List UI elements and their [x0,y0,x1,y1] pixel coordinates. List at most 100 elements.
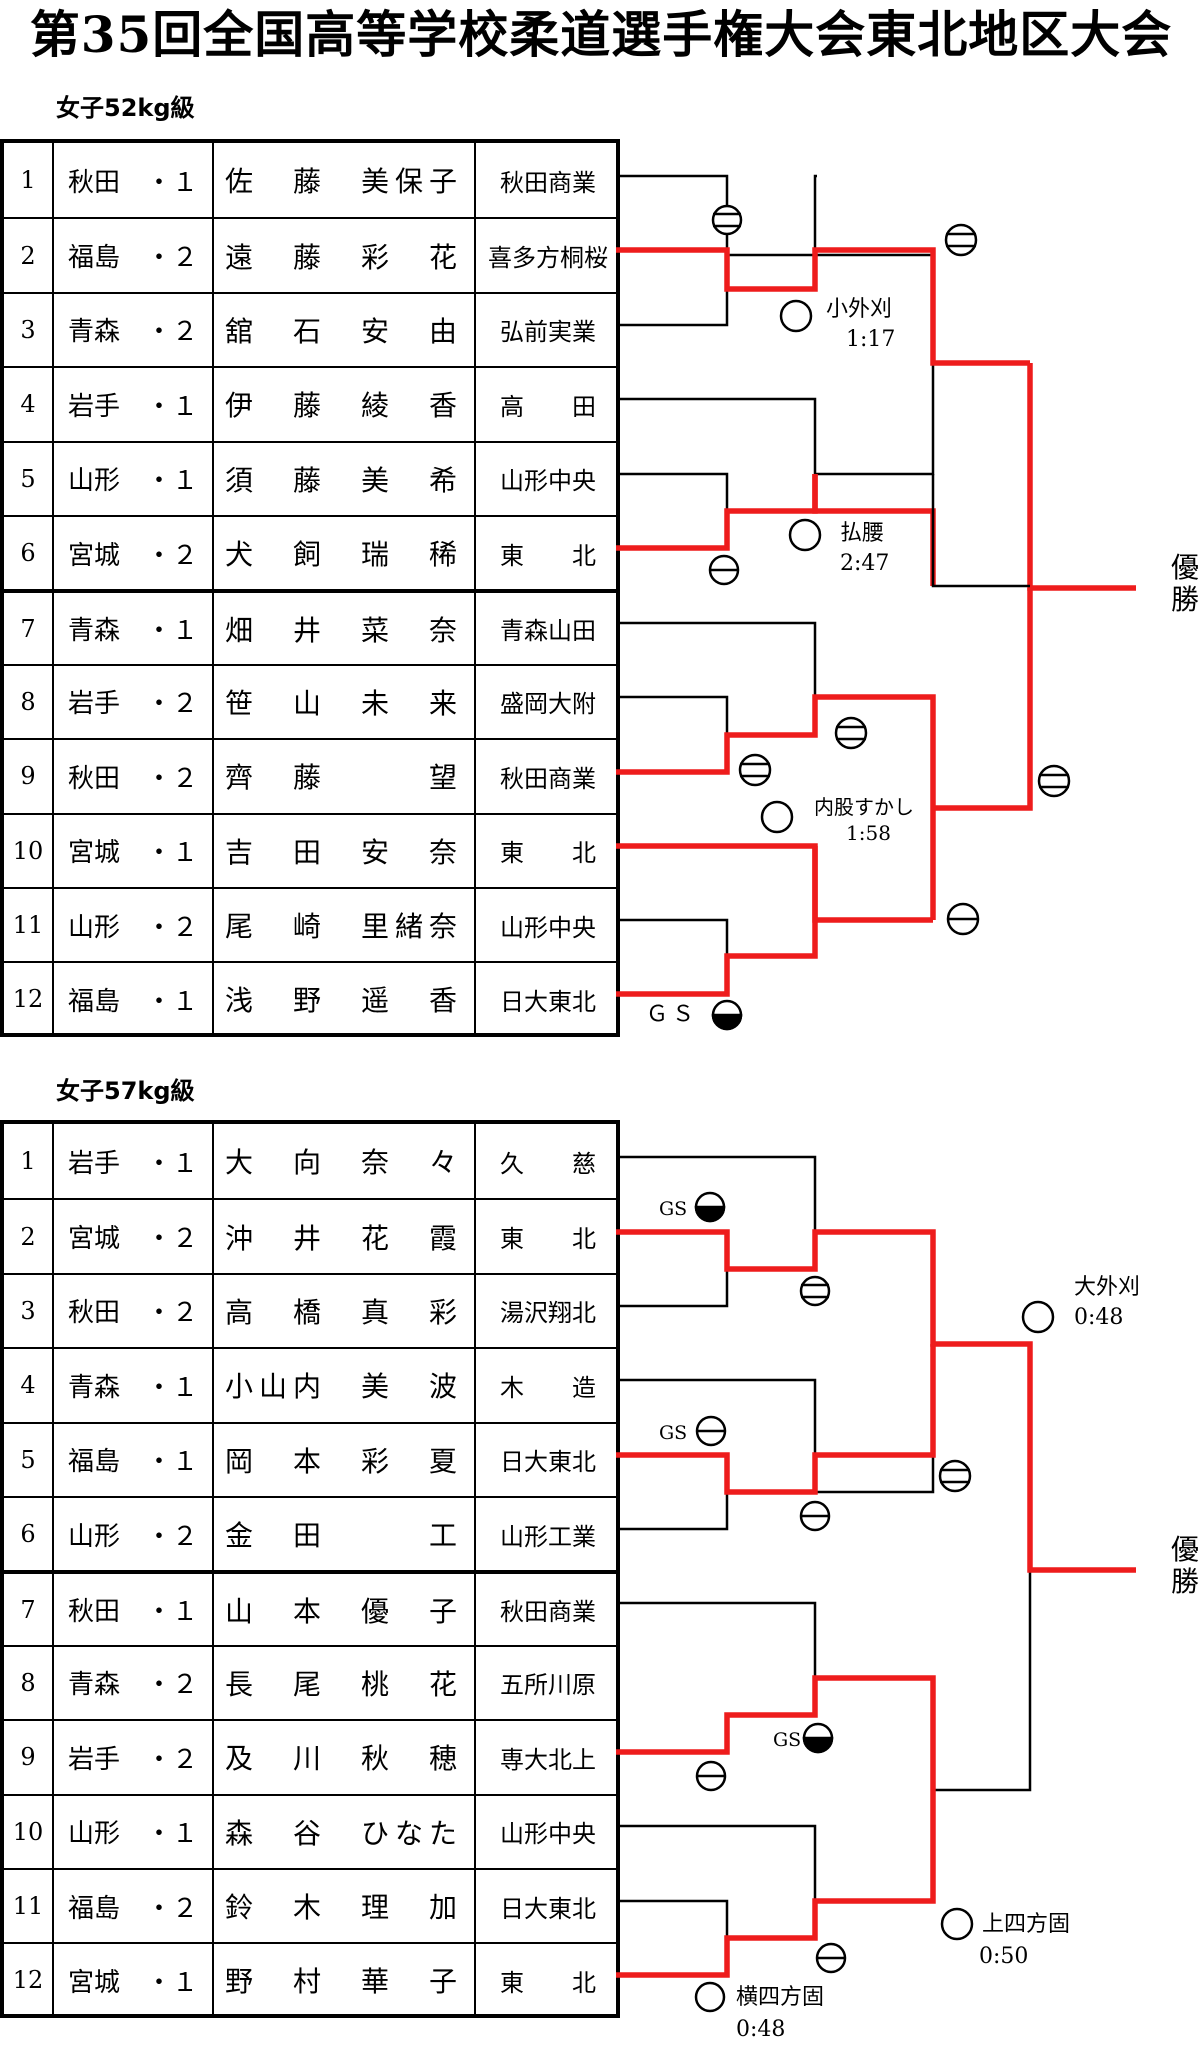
technique-label: 上四方固 [982,1912,1071,1937]
bracket-line [616,1378,817,1455]
tournament-bracket [616,1155,1136,2013]
winner-line [1027,363,1136,591]
winner-line [616,843,933,923]
player-number: 5 [4,442,54,515]
bracket-line [616,1492,729,1531]
player-name: 及 川 秋 穂 [214,1721,476,1794]
player-number: 6 [4,516,54,590]
technique-label: 内股すかし [814,795,914,819]
player-school: 湯沢翔北 [500,1299,596,1328]
player-name: 沖 井 花 霞 [214,1200,476,1273]
winner-line [616,1344,936,1495]
player-prefecture: 秋田 ・１ [54,143,214,218]
result-mark [695,1415,727,1447]
player-prefecture: 山形 ・２ [54,1497,214,1571]
player-number: 11 [4,1869,54,1943]
bracket-line [616,1899,729,1938]
player-school: 東 北 [500,1968,596,1997]
result-mark [946,902,980,936]
player-name: 尾 崎 里緒奈 [214,888,476,962]
player-name: 大 向 奈 々 [214,1124,476,1199]
player-prefecture: 福島 ・２ [54,219,214,292]
player-prefecture: 福島 ・１ [54,963,214,1036]
gs-label: ＧＳ [646,1002,699,1027]
player-name: 佐 藤 美保子 [214,143,476,218]
player-prefecture: 秋田 ・１ [54,1574,214,1645]
player-number: 4 [4,1349,54,1422]
player-school: 山形中央 [500,467,596,496]
result-mark [711,204,743,236]
bracket-line [616,397,817,474]
technique-label: 横四方固 [736,1985,825,2010]
gs-label: GS [659,1422,688,1444]
player-number: 12 [4,963,54,1036]
result-mark [799,1275,831,1307]
player-name: 齊 藤 望 [214,740,476,813]
player-number: 9 [4,1721,54,1794]
bracket-line [616,1824,817,1901]
category-label: 女子52kg級 [56,94,195,122]
player-number: 10 [4,1795,54,1868]
winner-label: 優勝 [1170,551,1199,616]
winner-label: 優勝 [1170,1533,1199,1598]
player-prefecture: 青森 ・２ [54,1646,214,1720]
bracket-line [931,474,1030,588]
gs-label: GS [659,1198,688,1220]
player-number: 5 [4,1423,54,1496]
bracket-line [616,918,729,956]
result-mark [944,223,978,257]
time-label: 1:17 [846,327,896,352]
player-number: 10 [4,814,54,887]
player-school: 秋田商業 [500,1598,596,1627]
bracket-line [815,364,935,476]
technique-label: 小外刈 [826,297,893,322]
bracket-line [727,174,817,257]
player-prefecture: 岩手 ・１ [54,1124,214,1199]
player-name: 小山内 美 波 [214,1349,476,1422]
player-name: 吉 田 安 奈 [214,814,476,887]
bracket-line [933,1570,1032,1792]
result-mark [799,1500,831,1532]
player-number: 8 [4,665,54,739]
winner-line [616,694,936,920]
player-number: 7 [4,593,54,664]
player-prefecture: 青森 ・１ [54,593,214,664]
player-number: 2 [4,219,54,292]
player-school: 五所川原 [500,1671,596,1700]
time-label: 2:47 [840,551,890,576]
result-mark [834,716,868,750]
player-prefecture: 秋田 ・２ [54,1274,214,1348]
player-number: 3 [4,293,54,367]
player-school: 秋田商業 [500,764,596,793]
tournament-bracket [616,174,1136,1031]
player-school: 弘前実業 [500,318,596,347]
result-mark [1021,1300,1055,1334]
player-number: 7 [4,1574,54,1645]
result-mark [694,1191,726,1223]
winner-line [616,474,818,551]
player-number: 8 [4,1646,54,1720]
player-prefecture: 宮城 ・２ [54,516,214,590]
result-mark [802,1722,834,1754]
player-school: 秋田商業 [500,168,596,197]
result-mark [779,299,813,333]
result-mark [694,1981,726,2013]
time-label: 1:58 [846,821,891,845]
bracket-line [616,1715,729,1754]
player-prefecture: 宮城 ・２ [54,1200,214,1273]
winner-line [933,588,1033,811]
